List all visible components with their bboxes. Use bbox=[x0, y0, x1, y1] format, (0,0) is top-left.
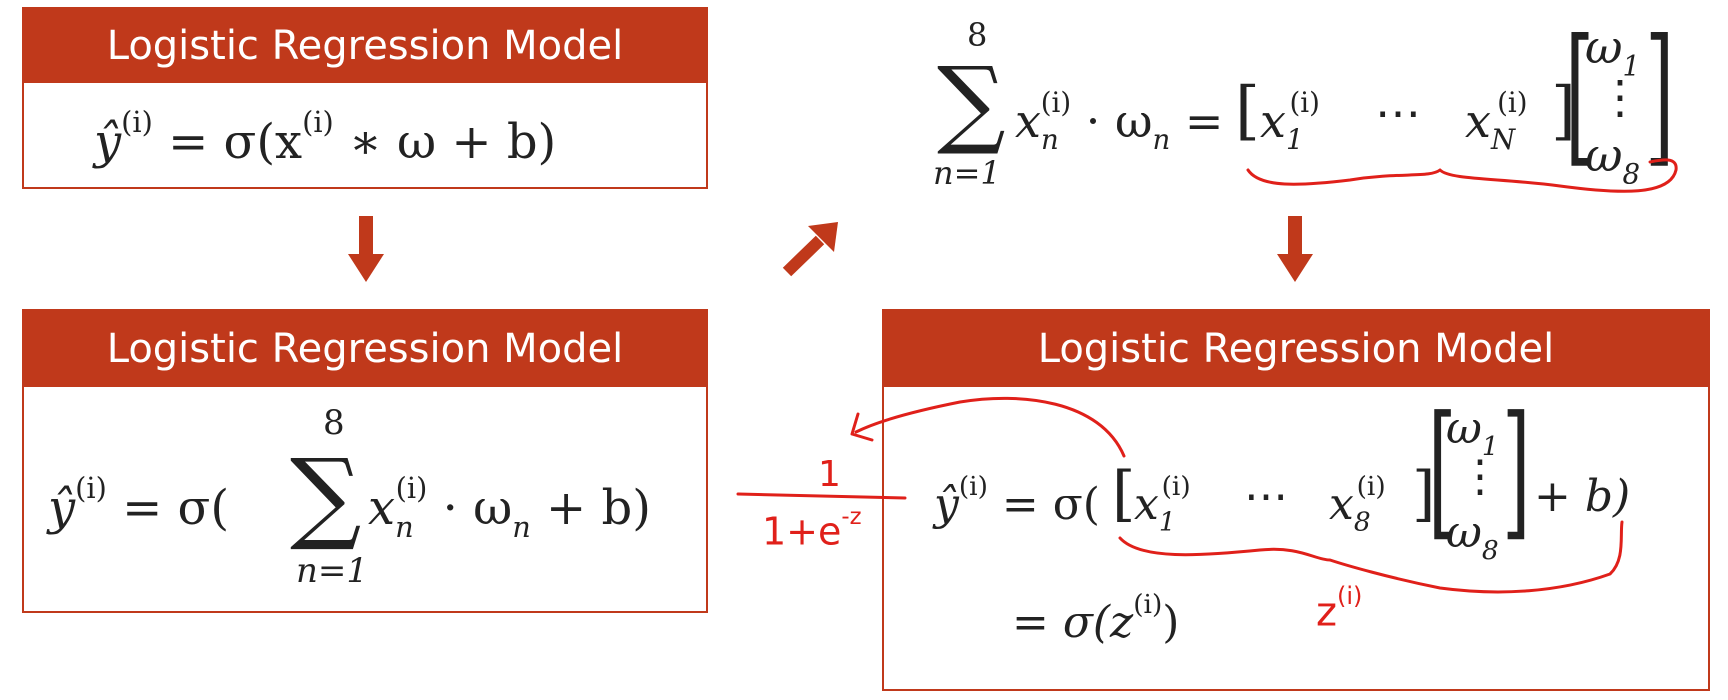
sum-lower-limit: n=1 bbox=[296, 551, 369, 591]
model-box-bottom-right: Logistic Regression Model ŷ(i) = σ( [ x1… bbox=[882, 309, 1710, 691]
model-box-top-left: Logistic Regression Model ŷ(i) = σ(x(i) … bbox=[22, 7, 708, 189]
curved-arrow-to-sigma bbox=[854, 396, 1126, 458]
sigmoid-fraction-numerator: 1 bbox=[818, 454, 841, 495]
box-title: Logistic Regression Model bbox=[24, 9, 706, 83]
sum-upper-limit: 8 bbox=[967, 16, 988, 54]
box-title: Logistic Regression Model bbox=[24, 311, 706, 387]
equation-vector-form: ∑ 8 n=1 xn(i) · ωn = [ x1(i) ⋯ xN(i) ] [… bbox=[933, 8, 1675, 192]
equation-summation: ŷ(i) = σ( ∑ 8 n=1 xn(i) · ωn + b) bbox=[48, 403, 651, 591]
sum-upper-limit: 8 bbox=[323, 403, 345, 443]
z-label: z(i) bbox=[1316, 582, 1363, 636]
brace-under-matrix bbox=[1246, 158, 1678, 193]
equation-z-form: = σ(z(i)) bbox=[1012, 589, 1180, 648]
brace-under-z bbox=[1118, 520, 1624, 594]
fraction-bar bbox=[736, 492, 907, 500]
arrowhead bbox=[850, 412, 874, 442]
box-title: Logistic Regression Model bbox=[884, 311, 1708, 387]
sum-symbol: ∑ bbox=[290, 437, 362, 554]
sum-symbol: ∑ bbox=[937, 46, 1006, 158]
model-box-bottom-left: Logistic Regression Model ŷ(i) = σ( ∑ 8 … bbox=[22, 309, 708, 613]
sum-lower-limit: n=1 bbox=[933, 154, 1001, 192]
equation-basic: ŷ(i) = σ(x(i) ∗ ω + b) bbox=[94, 105, 557, 170]
equation-matrix-form: ŷ(i) = σ( [ x1(i) ⋯ x8(i) ] [ ω1 ⋮ ω8 ] … bbox=[934, 385, 1631, 648]
sigmoid-fraction-denominator: 1+e-z bbox=[762, 504, 862, 554]
